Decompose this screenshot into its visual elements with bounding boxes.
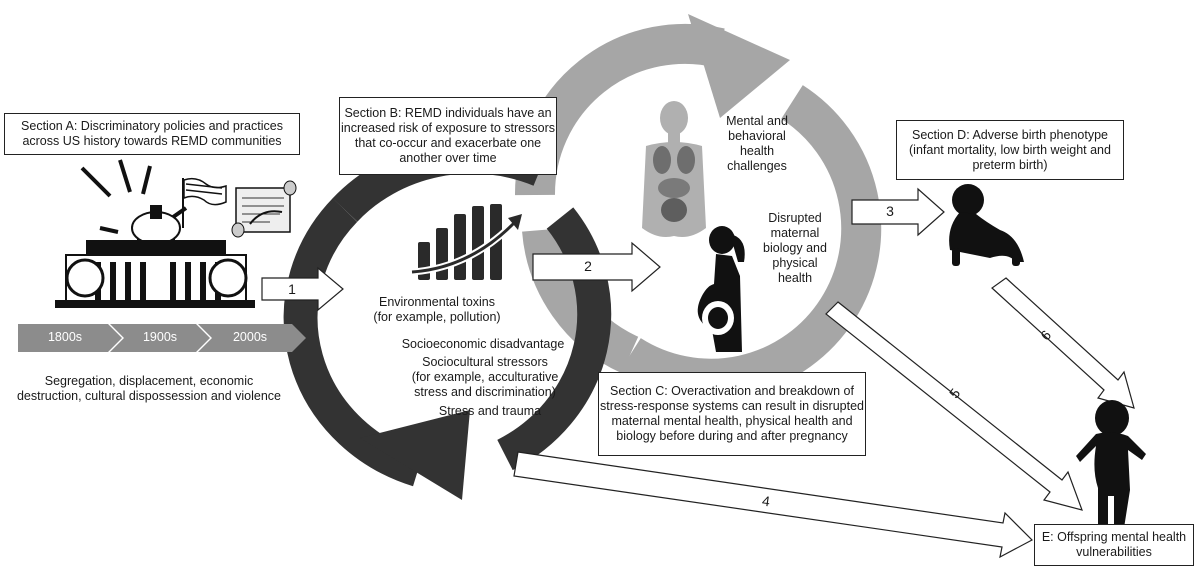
section-e-box: E: Offspring mental health vulnerabiliti… [1034,524,1194,566]
stressor-sociocultural: Sociocultural stressors (for example, ac… [411,355,559,399]
arrow-3-label: 3 [886,203,894,219]
section-d-title: Section D: Adverse birth phenotype (infa… [909,127,1111,172]
section-a-title: Section A: Discriminatory policies and p… [21,119,283,148]
arrow-6-shape [991,277,1135,409]
rising-bar-chart-icon [411,204,522,280]
section-e-title: E: Offspring mental health vulnerabiliti… [1041,530,1187,559]
section-c-box: Section C: Overactivation and breakdown … [598,372,866,456]
document-scroll-icon [231,180,297,238]
timeline [18,324,306,352]
timeline-label-1800s: 1800s [47,330,83,344]
section-b-box: Section B: REMD individuals have an incr… [339,97,557,175]
pregnant-woman-icon [697,226,745,352]
capitol-icon [55,159,255,308]
flag-icon [182,177,227,228]
section-d-box: Section D: Adverse birth phenotype (infa… [896,120,1124,180]
arrow-5-shape [825,301,1083,511]
crawling-baby-icon [949,184,1024,266]
section-a-box: Section A: Discriminatory policies and p… [4,113,300,155]
timeline-label-2000s: 2000s [232,330,268,344]
arrow-4-label: 4 [761,492,772,510]
arrow-1-label: 1 [288,281,296,297]
mental-health-label: Mental and behavioral health challenges [726,114,788,173]
arrow-2-label: 2 [584,258,592,274]
physical-health-label: Disrupted maternal biology and physical … [763,211,827,285]
arrow-3-shape [851,187,945,237]
arrow-4-shape [513,451,1033,559]
section-a-caption: Segregation, displacement, economic dest… [16,374,282,403]
stressor-socioeconomic: Socioeconomic disadvantage [401,337,565,351]
section-b-title: Section B: REMD individuals have an incr… [341,106,555,165]
arrow-1-shape [261,266,344,312]
stressor-environmental: Environmental toxins (for example, pollu… [373,295,501,324]
stressor-trauma: Stress and trauma [438,404,542,418]
timeline-label-1900s: 1900s [142,330,178,344]
toddler-icon [1076,400,1146,534]
anatomy-torso-icon [642,101,706,237]
arrow-2-shape [532,241,661,293]
section-c-title: Section C: Overactivation and breakdown … [600,384,864,443]
